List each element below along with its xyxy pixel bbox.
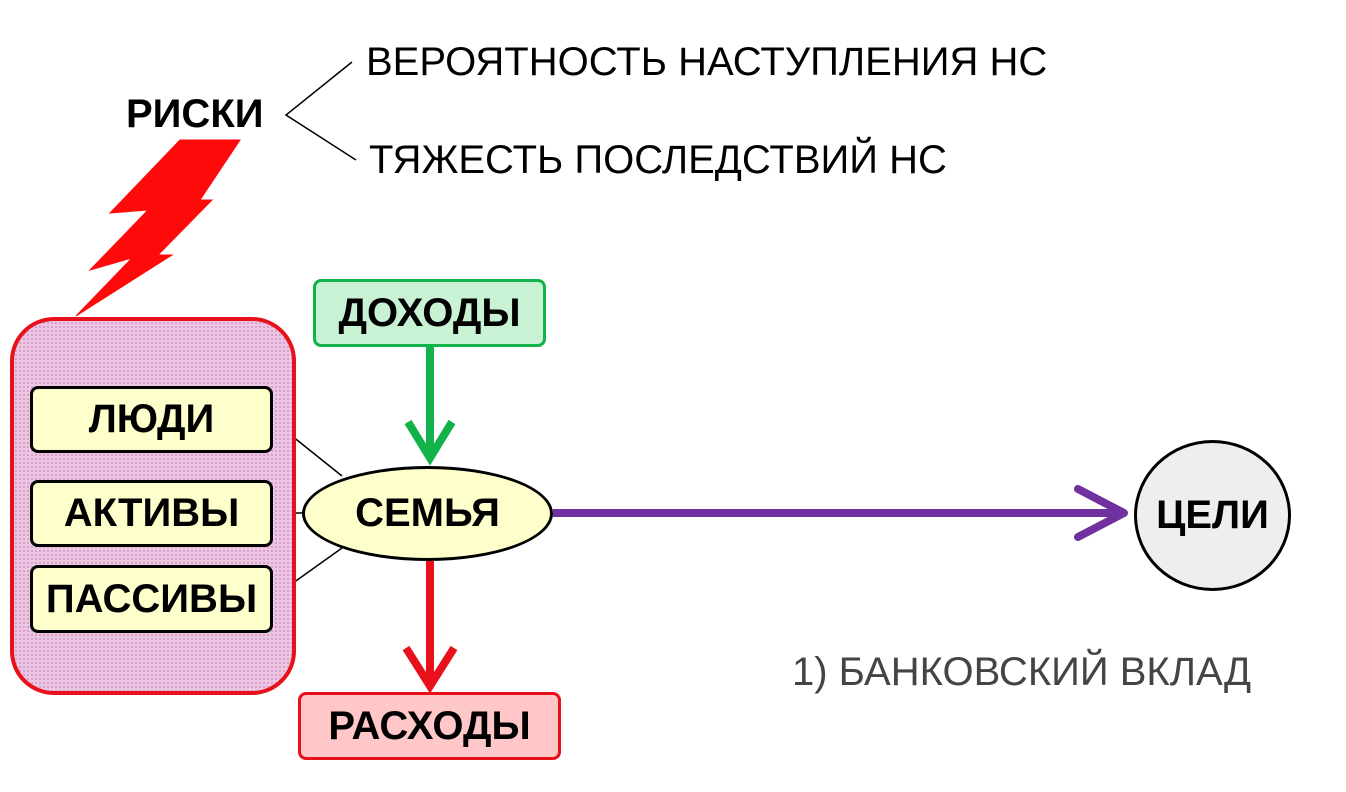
assets-box: АКТИВЫ [30, 480, 273, 547]
expense-arrow-head [402, 645, 458, 694]
risks-title: РИСКИ [126, 92, 264, 136]
people-box: ЛЮДИ [30, 386, 273, 453]
goals-circle: ЦЕЛИ [1134, 440, 1291, 591]
expenses-box: РАСХОДЫ [298, 692, 561, 760]
family-ellipse: СЕМЬЯ [302, 466, 553, 561]
liabilities-box: ПАССИВЫ [30, 565, 273, 633]
income-arrow-head [404, 419, 456, 466]
goal-arrow-head [1074, 485, 1128, 541]
income-box: ДОХОДЫ [313, 279, 546, 347]
severity-label: ТЯЖЕСТЬ ПОСЛЕДСТВИЙ НС [369, 138, 947, 182]
option-label: 1) БАНКОВСКИЙ ВКЛАД [792, 650, 1252, 694]
lightning-bolt-icon [75, 139, 241, 317]
probability-label: ВЕРОЯТНОСТЬ НАСТУПЛЕНИЯ НС [366, 40, 1048, 84]
risk-bracket [284, 61, 357, 161]
